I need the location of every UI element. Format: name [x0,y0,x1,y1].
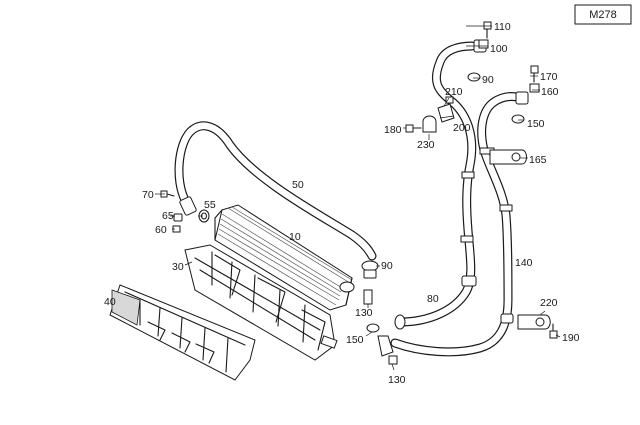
callout-160: 160 [541,86,559,98]
pipe-80 [395,39,487,327]
model-tag: M278 [574,4,632,25]
fitting-65 [173,213,183,222]
fitting-55 [198,209,210,223]
bolt-170 [530,65,539,83]
pipe-140 [390,91,529,357]
hose-50 [174,121,377,261]
callout-130-lower: 130 [388,374,406,386]
bracket-220 [517,314,551,330]
callout-230: 230 [417,139,435,151]
seal-90-top [467,72,481,82]
callout-40: 40 [104,296,116,308]
callout-110: 110 [494,21,511,33]
callout-labels: 110 100 90 170 160 210 180 200 230 150 1… [104,21,580,386]
connector-130-upper [363,289,373,305]
air-duct-40 [109,284,256,381]
callout-140: 140 [515,257,533,269]
bracket-165 [489,149,527,165]
callout-50: 50 [292,179,304,191]
callout-170: 170 [540,71,558,83]
clip-160 [529,83,540,93]
callout-30: 30 [172,261,184,273]
bolt-210 [445,96,454,104]
bolt-110 [483,21,492,39]
callout-70: 70 [142,189,154,201]
callout-220: 220 [540,297,558,309]
callout-55: 55 [204,199,216,211]
bolt-180 [405,124,422,133]
model-tag-label: M278 [589,9,617,21]
frame-30 [184,244,338,361]
seal-150-top [511,114,525,124]
callout-180: 180 [384,124,402,136]
cooler-fins [217,206,353,306]
callout-100: 100 [490,43,508,55]
callout-90-lower: 90 [381,260,393,272]
callout-210: 210 [445,86,463,98]
callout-60: 60 [155,224,167,236]
callout-65: 65 [162,210,174,222]
callout-130-upper: 130 [355,307,373,319]
callout-150-lower: 150 [346,334,364,346]
seal-90-lower [361,260,379,279]
callout-150-top: 150 [527,118,545,130]
callout-10: 10 [289,231,301,243]
connector-130-lower [377,335,398,365]
leader-lines [155,25,561,371]
bolt-190 [549,323,558,339]
clip-100 [478,39,489,49]
callout-90-top: 90 [482,74,494,86]
connector-80-end [394,314,406,330]
callout-200: 200 [453,122,471,134]
callout-165: 165 [529,154,547,166]
callout-80: 80 [427,293,439,305]
seal-150-lower [366,323,380,333]
bracket-230 [422,115,437,133]
oil-cooler-10 [214,204,355,311]
callout-190: 190 [562,332,580,344]
